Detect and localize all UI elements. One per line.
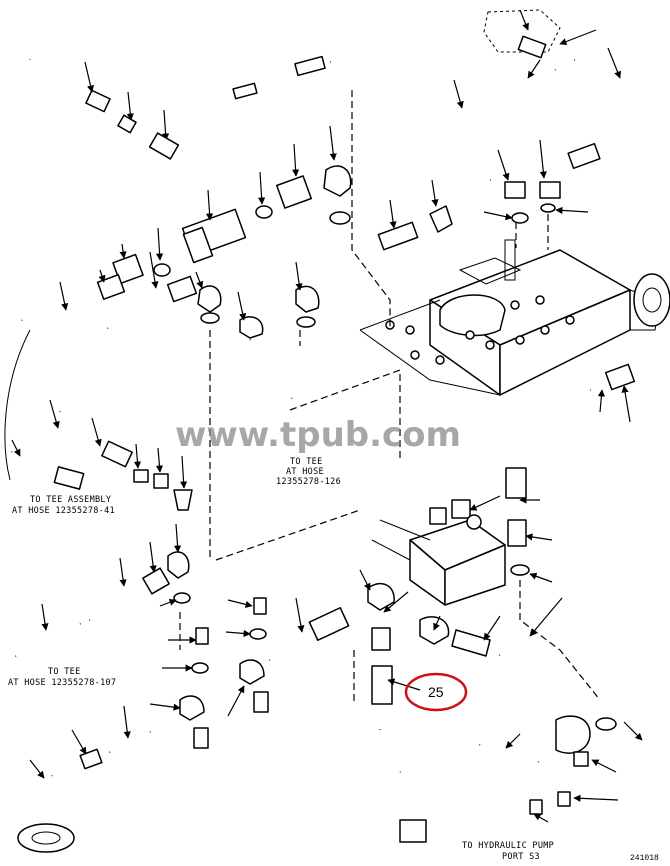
lower-left-hoses bbox=[4, 329, 193, 511]
lower-valve-manifold bbox=[371, 495, 506, 606]
callout-number: 25 bbox=[428, 684, 444, 700]
tee-hose-126-label-line2: AT HOSE bbox=[286, 467, 324, 477]
middle-fittings-row bbox=[112, 125, 453, 285]
callout-25: 25 bbox=[387, 672, 468, 712]
hydraulic-reservoir-block bbox=[359, 239, 670, 396]
top-right-hose-loop bbox=[441, 9, 632, 224]
middle-lower-fittings bbox=[13, 523, 350, 853]
tee-hose-126-label: TO TEE AT HOSE 12355278-126 bbox=[276, 457, 341, 487]
top-hose-assembly bbox=[27, 25, 331, 160]
tee-assembly-label-line2: AT HOSE 12355278-41 bbox=[12, 506, 115, 516]
tee-hose-126-label-line1: TO TEE bbox=[290, 457, 323, 467]
tee-assembly-label-line1: TO TEE ASSEMBLY bbox=[30, 495, 111, 505]
figure-number: 241018 bbox=[630, 854, 659, 863]
tee-hose-107-label-line2: AT HOSE 12355278-107 bbox=[8, 678, 116, 688]
right-side-hose bbox=[505, 363, 636, 583]
hydraulic-pump-label-line2: PORT S3 bbox=[502, 852, 540, 862]
hydraulic-pump-label: TO HYDRAULIC PUMP PORT S3 bbox=[462, 841, 554, 862]
tee-assembly-label: TO TEE ASSEMBLY AT HOSE 12355278-41 bbox=[12, 495, 115, 516]
callout-highlight-ring bbox=[404, 672, 468, 712]
assembly-dashed-lines bbox=[179, 90, 601, 702]
tee-hose-107-label-line1: TO TEE bbox=[48, 667, 81, 677]
tee-hose-126-label-line3: 12355278-126 bbox=[276, 477, 341, 487]
tee-hose-107-label: TO TEE AT HOSE 12355278-107 bbox=[8, 667, 116, 688]
lower-right-hoses bbox=[359, 569, 643, 843]
watermark: www.tpub.com bbox=[175, 415, 461, 455]
left-hose-assemblies bbox=[19, 251, 320, 402]
hydraulic-pump-label-line1: TO HYDRAULIC PUMP bbox=[462, 841, 554, 851]
